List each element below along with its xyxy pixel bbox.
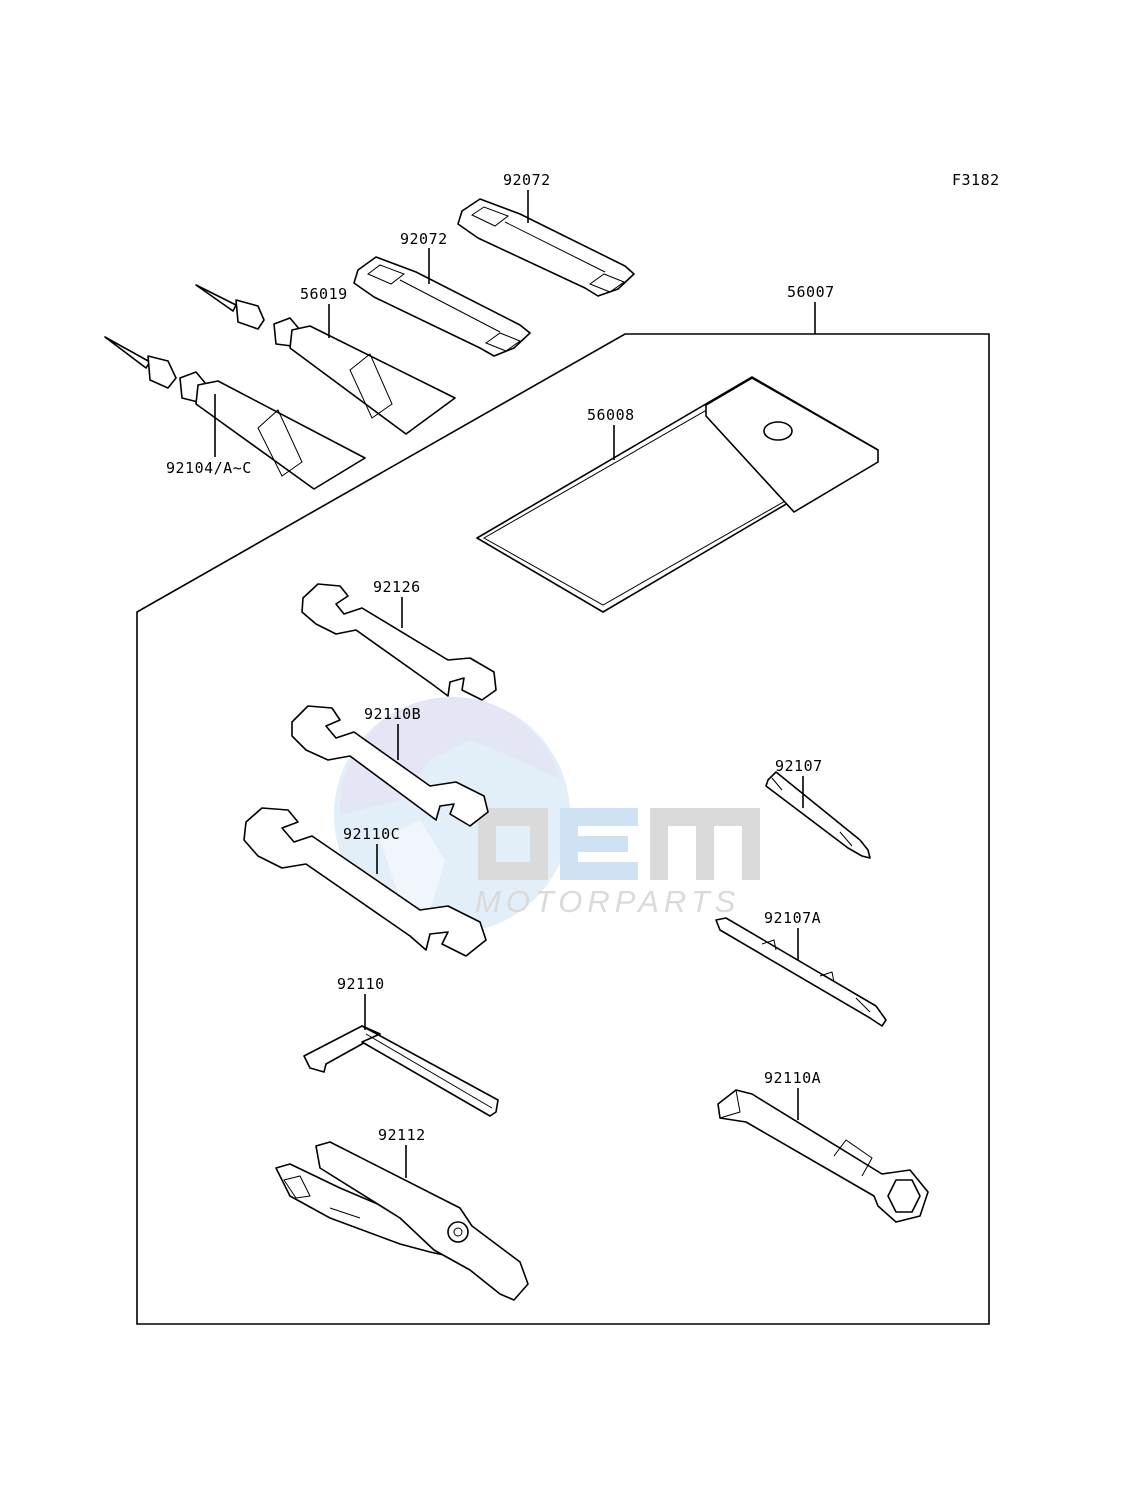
part-labels: F3182 92072 92072 56019 56007 92104/A~C … — [166, 171, 1000, 1144]
label-grease-large: 92104/A~C — [166, 459, 252, 477]
figure-code: F3182 — [952, 171, 1000, 189]
watermark-tagline: MOTORPARTS — [475, 884, 740, 919]
wrench-92126 — [301, 583, 497, 701]
label-wrench-92110C: 92110C — [343, 825, 400, 843]
label-tool-kit: 56007 — [787, 283, 835, 301]
label-screwdriver: 92107 — [775, 757, 823, 775]
wrench-92110C — [243, 807, 487, 957]
label-grease-small: 56019 — [300, 285, 348, 303]
watermark-logo — [478, 808, 760, 880]
screwdriver-92107 — [765, 771, 871, 859]
hex-key — [303, 1025, 499, 1117]
label-wrench-92110B: 92110B — [364, 705, 421, 723]
label-tool-bag: 56008 — [587, 406, 635, 424]
strap-top — [457, 198, 635, 297]
label-socket-wrench: 92110A — [764, 1069, 821, 1087]
label-pliers: 92112 — [378, 1126, 426, 1144]
grease-tube-small — [195, 284, 456, 435]
kit-outline — [136, 333, 990, 1325]
grease-tube-large — [104, 336, 366, 490]
label-hex-key: 92110 — [337, 975, 385, 993]
tool-bag — [476, 376, 879, 613]
strap-mid — [353, 256, 531, 357]
label-screwdriver-bit: 92107A — [764, 909, 821, 927]
pliers — [275, 1141, 529, 1301]
wrench-92110B — [291, 705, 489, 827]
socket-wrench — [717, 1089, 929, 1223]
label-strap-top: 92072 — [503, 171, 551, 189]
leader-lines — [214, 190, 816, 1178]
screwdriver-92107A — [715, 917, 887, 1027]
label-wrench-92126: 92126 — [373, 578, 421, 596]
label-strap-mid: 92072 — [400, 230, 448, 248]
